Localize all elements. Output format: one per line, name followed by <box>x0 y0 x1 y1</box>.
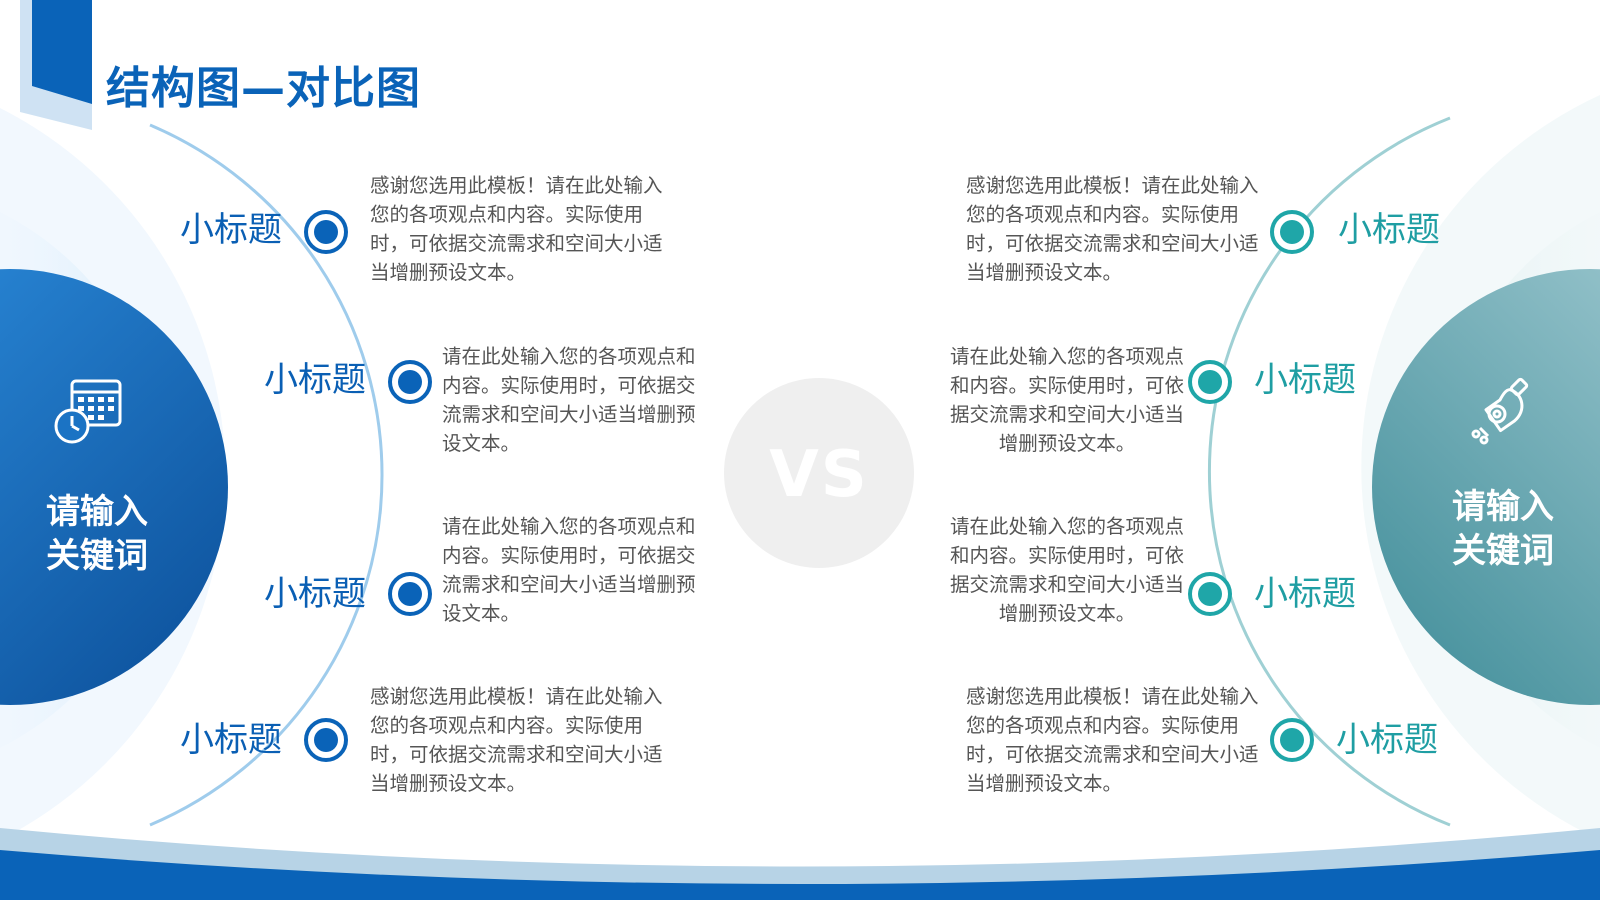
right-outer-arc <box>1207 116 1451 827</box>
bottom-wave-dark <box>0 850 1600 900</box>
left-keyword-circle <box>0 269 228 705</box>
right-keyword-line-2: 关键词 <box>1452 531 1554 571</box>
left-item-4-marker <box>304 718 348 762</box>
right-item-3-subtitle: 小标题 <box>1254 574 1356 614</box>
left-item-3-text: 请在此处输入您的各项观点和内容。实际使用时，可依据交流需求和空间大小适当增删预设… <box>442 515 696 625</box>
left-keyword-line-2: 关键词 <box>46 536 148 576</box>
right-item-2-subtitle: 小标题 <box>1254 360 1356 400</box>
left-item-4-text: 感谢您选用此模板！请在此处输入您的各项观点和内容。实际使用时，可依据交流需求和空… <box>370 685 663 795</box>
right-keyword-line-1: 请输入 <box>1452 487 1554 527</box>
right-item-4-marker <box>1270 718 1314 762</box>
left-keyword-line-1: 请输入 <box>46 492 148 532</box>
right-item-4-subtitle: 小标题 <box>1336 720 1438 760</box>
page-title: 结构图—对比图 <box>106 63 421 114</box>
left-item-2-text: 请在此处输入您的各项观点和内容。实际使用时，可依据交流需求和空间大小适当增删预设… <box>442 345 696 455</box>
left-keyword: 请输入 关键词 <box>12 490 182 578</box>
lightbulb-gear-icon <box>1471 377 1529 445</box>
left-item-1-text: 感谢您选用此模板！请在此处输入您的各项观点和内容。实际使用时，可依据交流需求和空… <box>370 174 663 284</box>
right-item-2-marker <box>1188 360 1232 404</box>
left-item-2-marker <box>388 360 432 404</box>
right-item-1-marker <box>1270 210 1314 254</box>
vs-label: VS <box>769 438 869 512</box>
right-item-1-subtitle: 小标题 <box>1338 210 1440 250</box>
left-item-1-marker <box>304 210 348 254</box>
right-keyword-circle <box>1372 269 1600 705</box>
left-item-3-subtitle: 小标题 <box>264 574 366 614</box>
vs-circle <box>724 378 914 568</box>
right-item-3-marker <box>1188 572 1232 616</box>
left-outer-arc <box>149 123 384 827</box>
right-item-4-text: 感谢您选用此模板！请在此处输入您的各项观点和内容。实际使用时，可依据交流需求和空… <box>966 685 1259 795</box>
calendar-clock-icon <box>54 379 122 444</box>
right-item-2-text: 请在此处输入您的各项观点和内容。实际使用时，可依据交流需求和空间大小适当增删预设… <box>949 345 1184 455</box>
right-item-1-text: 感谢您选用此模板！请在此处输入您的各项观点和内容。实际使用时，可依据交流需求和空… <box>966 174 1259 284</box>
corner-ribbon-dark <box>32 0 92 104</box>
left-item-1-subtitle: 小标题 <box>180 210 282 250</box>
left-item-2-subtitle: 小标题 <box>264 360 366 400</box>
right-item-3-text: 请在此处输入您的各项观点和内容。实际使用时，可依据交流需求和空间大小适当增删预设… <box>949 515 1184 625</box>
left-item-4-subtitle: 小标题 <box>180 720 282 760</box>
right-keyword: 请输入 关键词 <box>1418 485 1588 573</box>
left-item-3-marker <box>388 572 432 616</box>
